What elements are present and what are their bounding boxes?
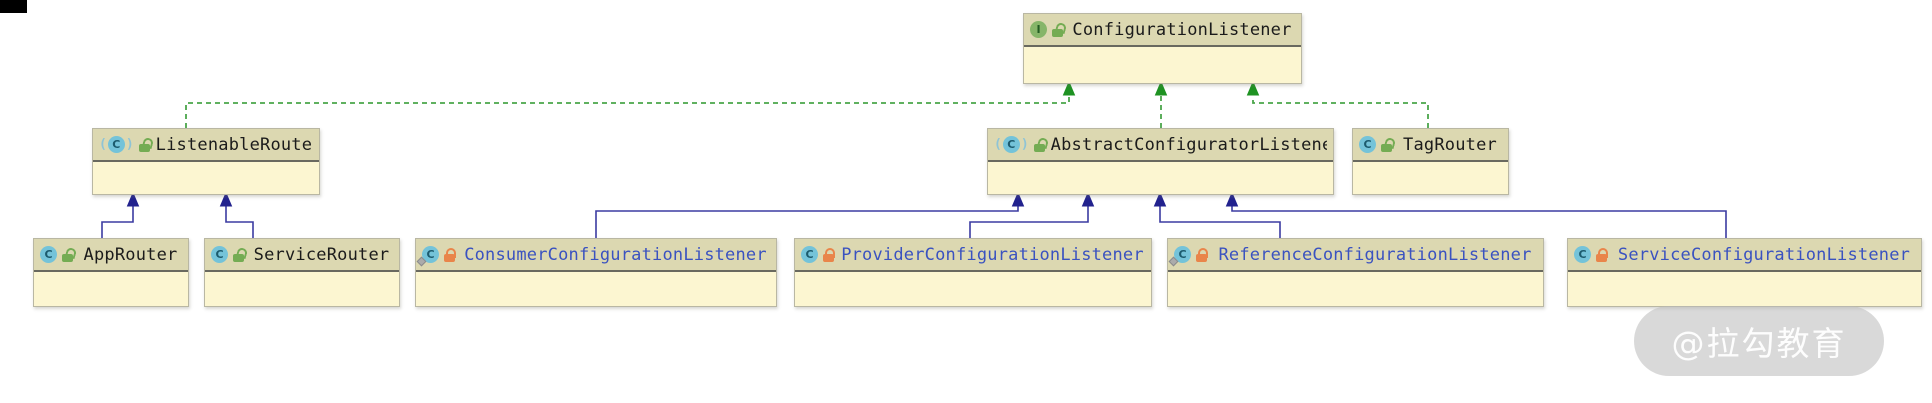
node-body (795, 272, 1151, 306)
node-header: C AbstractConfiguratorListener (988, 129, 1333, 162)
interface-icon-glyph: I (1030, 21, 1047, 38)
class-node-service-configuration-listener[interactable]: C ServiceConfigurationListener (1567, 238, 1922, 307)
screenshot-artifact-black-bar (0, 0, 27, 13)
node-header: C ListenableRouter (93, 129, 319, 162)
abstract-class-icon: C (994, 136, 1029, 153)
arrowhead-implements (1062, 80, 1076, 96)
edge-extends-AppRouter (101, 206, 134, 238)
public-lock-icon (1052, 23, 1064, 37)
static-inner-class-icon: C (1168, 246, 1191, 267)
edge-implements-TagRouter (1252, 96, 1429, 128)
class-node-configuration-listener[interactable]: I ConfigurationListener (1023, 13, 1302, 84)
node-body (1353, 162, 1508, 194)
class-icon: C (1574, 246, 1591, 263)
arrowhead-extends (1011, 191, 1025, 207)
class-icon-glyph: C (1359, 136, 1376, 153)
arrowhead-extends (1153, 191, 1167, 207)
node-header: C ProviderConfigurationListener (795, 239, 1151, 272)
edge-extends-ServiceRouter (225, 206, 254, 238)
node-header: I ConfigurationListener (1024, 14, 1301, 47)
class-node-abstract-configurator-listener[interactable]: C AbstractConfiguratorListener (987, 128, 1334, 195)
static-inner-class-icon: C (416, 246, 439, 267)
arrowhead-implements (1154, 80, 1168, 96)
class-name-label: AppRouter (83, 244, 178, 265)
public-lock-icon (138, 138, 151, 152)
node-header: C ServiceRouter (205, 239, 399, 272)
class-name-label: AbstractConfiguratorListener (1050, 134, 1327, 155)
class-node-tag-router[interactable]: C TagRouter (1352, 128, 1509, 195)
class-node-reference-configuration-listener[interactable]: C ReferenceConfigurationListener (1167, 238, 1544, 307)
class-name-label: ConfigurationListener (1072, 19, 1292, 40)
interface-icon: I (1030, 21, 1047, 38)
watermark-pill: @拉勾教育 (1634, 306, 1884, 376)
node-body (34, 272, 188, 306)
edge-extends-ServiceConfigurationListener (1231, 206, 1727, 238)
node-body (416, 272, 776, 306)
class-icon-glyph: C (211, 246, 228, 263)
watermark-text: @拉勾教育 (1671, 324, 1847, 363)
node-header: C AppRouter (34, 239, 188, 272)
private-lock-icon (444, 247, 456, 262)
arrowhead-implements (1246, 80, 1260, 96)
edge-extends-ProviderConfigurationListener (969, 206, 1089, 238)
private-lock-icon (1196, 247, 1208, 262)
node-body (205, 272, 399, 306)
node-body (988, 162, 1333, 194)
class-icon: C (40, 246, 57, 263)
class-icon-glyph: C (422, 246, 439, 263)
arrowhead-extends (219, 191, 233, 207)
class-name-label: ReferenceConfigurationListener (1218, 244, 1532, 265)
public-lock-icon (233, 248, 245, 262)
class-icon: C (801, 246, 818, 263)
node-header: C ReferenceConfigurationListener (1168, 239, 1543, 272)
node-header: C ConsumerConfigurationListener (416, 239, 776, 272)
class-name-label: ListenableRouter (155, 134, 313, 155)
public-lock-icon (62, 248, 74, 262)
class-name-label: TagRouter (1403, 134, 1497, 155)
class-name-label: ProviderConfigurationListener (841, 244, 1144, 265)
edge-implements-ListenableRouter (185, 96, 1070, 128)
class-icon: C (211, 246, 228, 263)
class-icon-glyph: C (40, 246, 57, 263)
arrowhead-extends (126, 191, 140, 207)
class-icon: C (1359, 136, 1376, 153)
class-icon-glyph: C (1574, 246, 1591, 263)
class-icon-glyph: C (801, 246, 818, 263)
node-body (1024, 47, 1301, 83)
public-lock-icon (1381, 138, 1393, 152)
node-body (1168, 272, 1543, 306)
abstract-class-icon: C (99, 136, 134, 153)
class-node-service-router[interactable]: C ServiceRouter (204, 238, 400, 307)
private-lock-icon (1596, 247, 1608, 262)
private-lock-icon (823, 247, 835, 262)
node-header: C TagRouter (1353, 129, 1508, 162)
class-node-consumer-configuration-listener[interactable]: C ConsumerConfigurationListener (415, 238, 777, 307)
node-body (1568, 272, 1921, 306)
class-icon-glyph: C (1002, 136, 1020, 153)
edge-extends-ConsumerConfigurationListener (595, 206, 1019, 238)
public-lock-icon (1033, 138, 1046, 152)
class-node-listenable-router[interactable]: C ListenableRouter (92, 128, 320, 195)
node-header: C ServiceConfigurationListener (1568, 239, 1921, 272)
class-name-label: ConsumerConfigurationListener (464, 244, 767, 265)
edge-extends-ReferenceConfigurationListener (1159, 206, 1281, 238)
class-name-label: ServiceConfigurationListener (1617, 244, 1911, 265)
node-body (93, 162, 319, 194)
class-name-label: ServiceRouter (253, 244, 390, 265)
class-icon-glyph: C (1174, 246, 1191, 263)
class-icon-glyph: C (107, 136, 125, 153)
class-node-app-router[interactable]: C AppRouter (33, 238, 189, 307)
class-node-provider-configuration-listener[interactable]: C ProviderConfigurationListener (794, 238, 1152, 307)
arrowhead-extends (1081, 191, 1095, 207)
arrowhead-extends (1225, 191, 1239, 207)
